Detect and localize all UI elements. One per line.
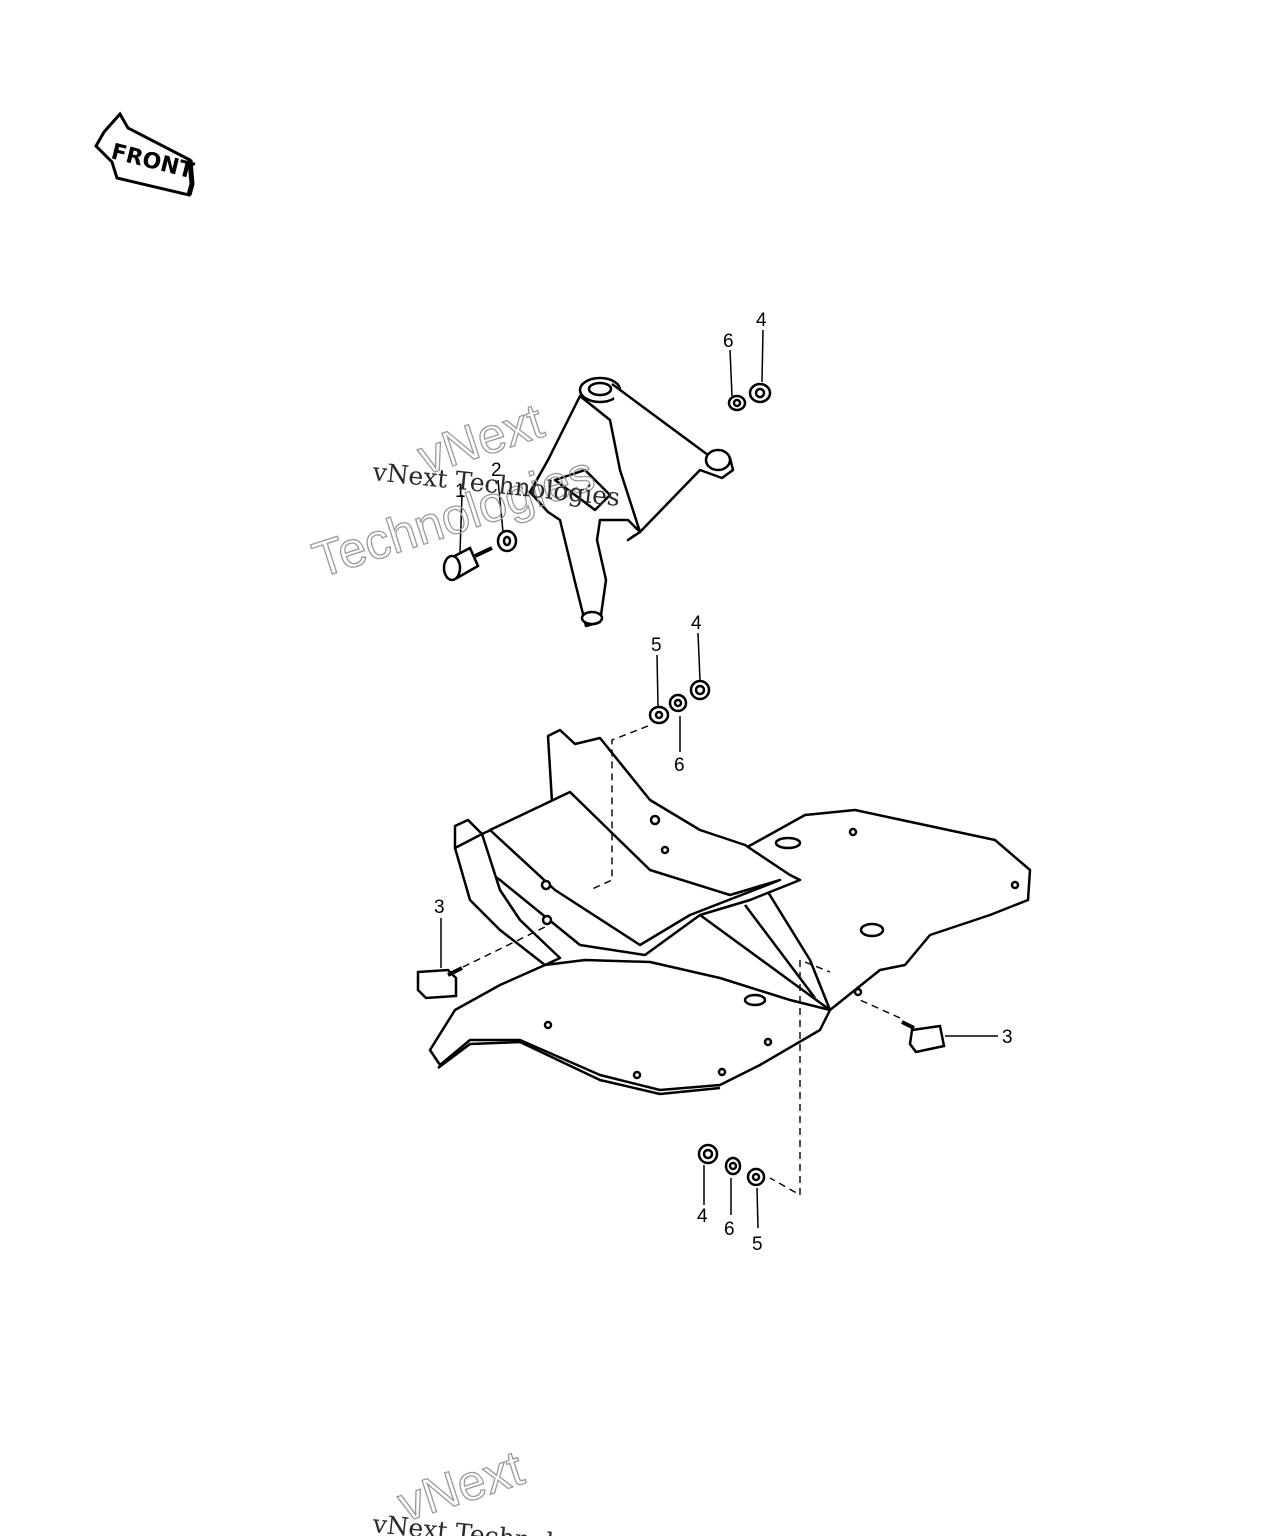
front-arrow-icon: FRONT <box>94 111 196 197</box>
lower-nut <box>697 1143 719 1165</box>
svg-text:vNext Technologies: vNext Technologies <box>370 1509 621 1536</box>
callout-upper-6: 6 <box>723 331 734 352</box>
left-clip <box>416 966 463 1000</box>
upper-spacer-washer <box>496 529 518 553</box>
right-clip <box>901 1020 946 1054</box>
middle-nut <box>689 679 711 701</box>
assembly-lines <box>462 725 901 1197</box>
upper-nut <box>748 382 772 404</box>
callout-left-3: 3 <box>434 897 445 918</box>
callout-upper-4: 4 <box>756 310 767 331</box>
callout-lower-5: 5 <box>752 1234 763 1255</box>
callout-upper-1: 1 <box>455 481 466 502</box>
rear-fender <box>428 728 1032 1096</box>
upper-washer <box>727 394 747 412</box>
upper-bolt <box>442 546 493 582</box>
mounting-bracket <box>528 376 735 628</box>
callout-lower-4: 4 <box>697 1206 708 1227</box>
callout-mid-6: 6 <box>674 755 685 776</box>
lower-spacer-washer <box>746 1167 766 1187</box>
callout-upper-2: 2 <box>491 460 502 481</box>
leader-lines <box>440 329 998 1229</box>
middle-spacer-washer <box>648 705 670 725</box>
callout-mid-5: 5 <box>651 635 662 656</box>
lower-washer <box>724 1156 742 1176</box>
callout-mid-4: 4 <box>691 613 702 634</box>
callout-right-3: 3 <box>1002 1027 1013 1048</box>
callout-lower-6: 6 <box>724 1219 735 1240</box>
callout-numbers: 6 4 2 1 5 4 6 3 3 4 6 5 <box>434 310 1013 1255</box>
watermark-bottom: vNext vNext Technologies <box>370 1439 621 1536</box>
middle-washer <box>668 693 688 713</box>
